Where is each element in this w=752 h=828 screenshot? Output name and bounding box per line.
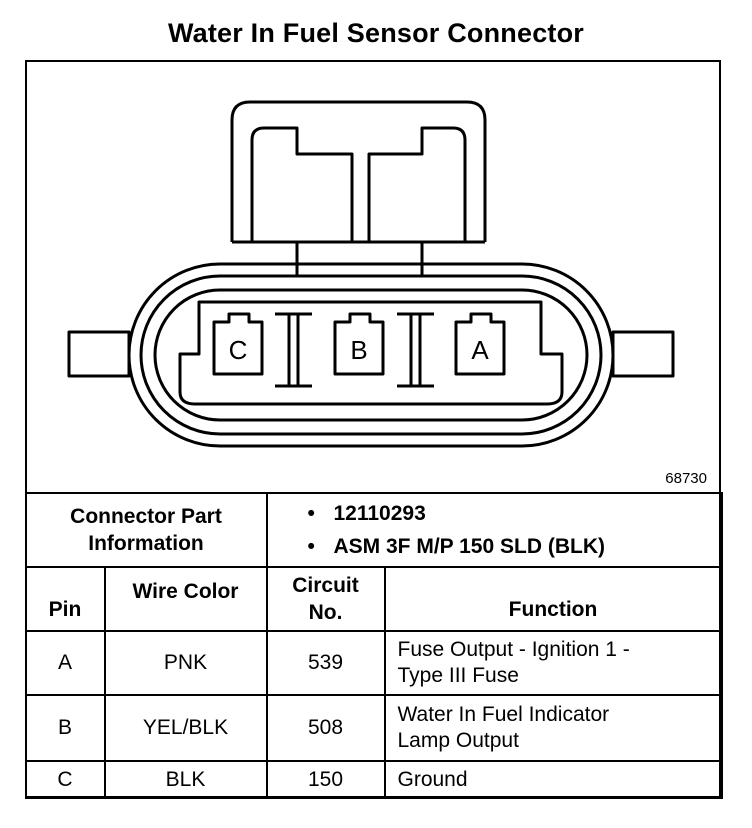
function-cell: Water In Fuel Indicator Lamp Output [383, 694, 723, 762]
part-number: •12110293 [307, 502, 426, 525]
connector-right-ear [611, 330, 675, 378]
part-info-row: Connector Part Information •12110293 •AS… [24, 492, 723, 568]
connector-body-mid [139, 274, 603, 436]
pin-cavity-b [333, 312, 385, 376]
wire-color-cell: YEL/BLK [103, 694, 268, 762]
connector-left-ear [67, 330, 131, 378]
part-info-values: •12110293 •ASM 3F M/P 150 SLD (BLK) [265, 492, 723, 568]
part-description: •ASM 3F M/P 150 SLD (BLK) [307, 535, 605, 558]
pin-label-b: B [350, 335, 367, 365]
pin-cell: A [24, 630, 106, 696]
connector-body-outer [127, 262, 615, 448]
connector-table: Connector Part Information •12110293 •AS… [24, 492, 723, 799]
connector-body-inner [153, 288, 589, 422]
circuit-cell: 150 [265, 760, 386, 799]
pin-label-a: A [471, 335, 489, 365]
pin-cell: C [24, 760, 106, 799]
part-info-label: Connector Part Information [24, 492, 268, 568]
pin-cavity-c [212, 312, 264, 376]
header-function: Function [383, 566, 723, 632]
pin-label-c: C [229, 335, 248, 365]
table-row: B YEL/BLK 508 Water In Fuel Indicator La… [24, 694, 723, 762]
table-header-row: Pin Wire Color Circuit No. Function [24, 566, 723, 632]
connector-cavity [178, 300, 564, 406]
connector-lock-tab-inner [250, 126, 467, 242]
connector-lock-tab [230, 100, 487, 242]
function-cell: Ground [383, 760, 723, 799]
pin-cavity-a [454, 312, 506, 376]
circuit-cell: 508 [265, 694, 386, 762]
header-wire-color: Wire Color [103, 566, 268, 632]
wire-color-cell: BLK [103, 760, 268, 799]
diagram-frame: C B A 68730 Connector Part Information •… [24, 60, 723, 799]
header-pin: Pin [24, 566, 106, 632]
wire-color-cell: PNK [103, 630, 268, 696]
circuit-cell: 539 [265, 630, 386, 696]
function-cell: Fuse Output - Ignition 1 - Type III Fuse [383, 630, 723, 696]
connector-drawing: C B A [67, 100, 675, 448]
header-circuit-no: Circuit No. [265, 566, 386, 632]
figure-number: 68730 [665, 470, 707, 487]
table-row: A PNK 539 Fuse Output - Ignition 1 - Typ… [24, 630, 723, 696]
diagram-title: Water In Fuel Sensor Connector [167, 18, 585, 48]
table-row: C BLK 150 Ground [24, 760, 723, 799]
pin-cell: B [24, 694, 106, 762]
